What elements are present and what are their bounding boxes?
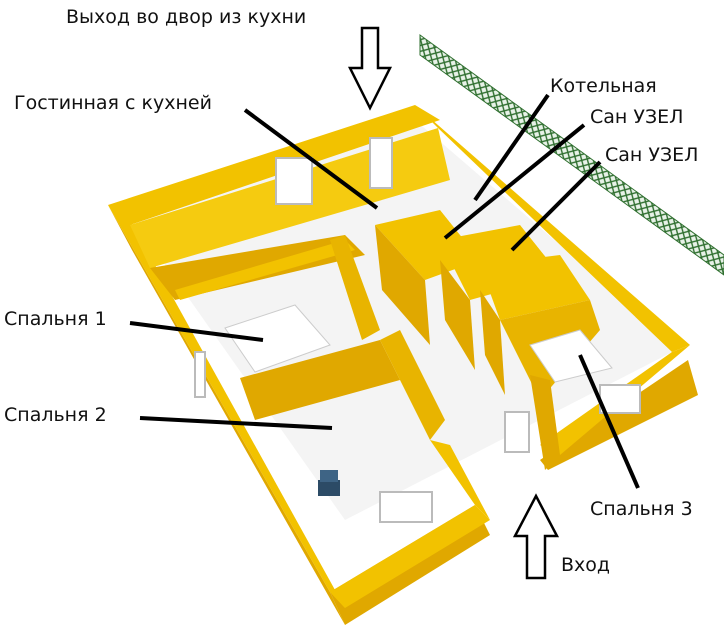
wall-bedroom1-bedroom2 [240,340,400,420]
outer-wall-left-face [108,205,345,625]
bathroom2-block-face [480,290,505,395]
leader-living [243,108,379,210]
window-left [194,351,206,398]
redaction-box [509,27,659,66]
wall-bedroom2-side [380,330,445,440]
door-back [369,137,393,189]
outer-wall-right-face [540,360,698,470]
outer-wall-back [108,105,440,225]
fence [419,34,724,276]
label-bedroom-3: Спальня 3 [590,498,693,520]
label-bathroom-2: Сан УЗЕЛ [605,144,699,166]
leader-bedroom3 [578,354,640,489]
window-living [275,157,313,205]
entrance-door [504,411,530,453]
label-living-kitchen: Гостинная с кухней [14,92,212,114]
label-bathroom-1: Сан УЗЕЛ [590,106,684,128]
boiler-block-face [375,225,430,345]
leader-bedroom1 [129,321,264,342]
window-front [379,491,433,523]
wall-living-bedroom1-top [175,240,355,300]
leader-boiler [473,93,550,202]
label-boiler-room: Котельная [550,75,657,97]
outer-wall-front-left [330,505,490,608]
window-bedroom3 [599,384,641,414]
leader-bath1 [443,123,586,240]
label-bedroom-2: Спальня 2 [4,404,107,426]
leader-bath2 [510,160,602,252]
leader-bedroom2 [139,416,333,430]
outer-wall-left [108,205,345,608]
label-yard-exit: Выход во двор из кухни [66,6,307,28]
bathroom2-block [480,255,590,320]
up-arrow-icon [512,493,560,580]
label-bedroom-1: Спальня 1 [4,308,107,330]
bathroom-block-face [440,260,475,370]
bed-1 [224,304,331,373]
chair-icon [318,470,340,496]
down-arrow-icon [347,26,393,111]
bedroom3-wall-front [530,375,560,470]
outer-wall-right-back [415,105,690,352]
wall-bedroom2-front [430,440,490,520]
label-entrance: Вход [561,554,611,576]
wall-bedroom1-side [330,235,380,340]
bed-3 [529,329,613,383]
